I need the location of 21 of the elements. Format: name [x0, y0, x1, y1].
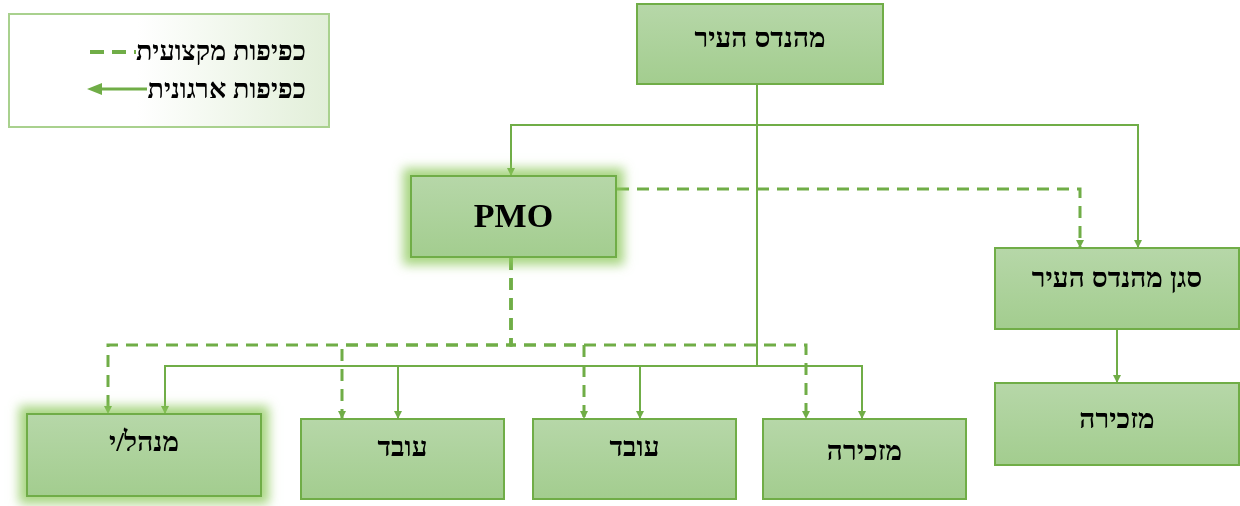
dashed-arrow [617, 187, 1084, 248]
dashed-arrow [509, 258, 810, 419]
role-label: מהנדס העיר [694, 23, 826, 54]
legend-label: כפיפות ארגונית [147, 74, 306, 105]
org-box [762, 418, 967, 500]
org-box [410, 175, 617, 258]
org-box [994, 382, 1240, 466]
org-box [532, 418, 737, 500]
role-label: מזכירה [1079, 404, 1155, 435]
org-box [636, 3, 884, 85]
org-box [300, 418, 505, 500]
role-label: עובד [377, 432, 428, 463]
role-label: מנהל/י [109, 427, 179, 458]
role-label: מזכירה [826, 436, 903, 467]
role-label: סגן מהנדס העיר [1031, 263, 1203, 294]
role-label: עובד [609, 432, 660, 463]
org-box [26, 413, 262, 497]
arrow [1113, 329, 1121, 383]
org-box [994, 247, 1240, 330]
legend-label: כפיפות מקצועית [135, 36, 306, 67]
role-label: PMO [473, 197, 554, 235]
